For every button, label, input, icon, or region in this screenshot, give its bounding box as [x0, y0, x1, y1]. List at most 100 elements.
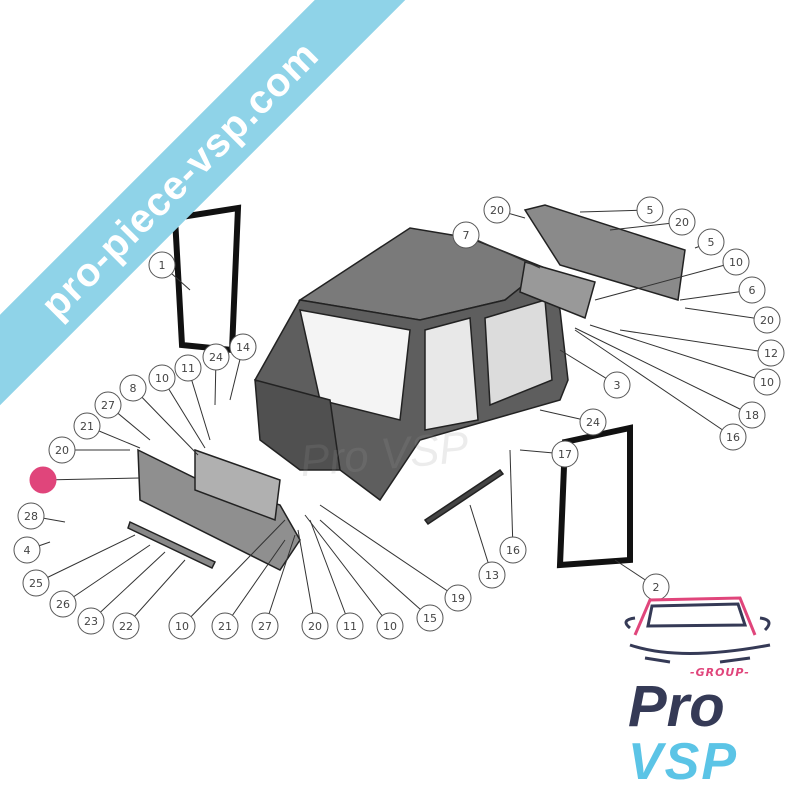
- callout-number: 20: [675, 216, 689, 229]
- callout-27: 27: [94, 391, 122, 419]
- callout-number: 16: [726, 431, 740, 444]
- callout-number: 21: [218, 620, 232, 633]
- callout-11: 11: [174, 354, 202, 382]
- callout-circle: [668, 208, 696, 236]
- callout-number: 20: [308, 620, 322, 633]
- leader-line: [574, 327, 753, 416]
- rear-light-panel: [519, 261, 596, 320]
- callout-27: 27: [251, 612, 279, 640]
- callout-number: 27: [258, 620, 272, 633]
- leader-line: [42, 477, 141, 481]
- callout-circle: [202, 343, 230, 371]
- callout-number: 14: [236, 341, 250, 354]
- windscreen-opening: [299, 309, 411, 421]
- callout-number: 23: [84, 615, 98, 628]
- callout-circle: [738, 401, 766, 429]
- callout-16: 16: [719, 423, 747, 451]
- callout-11: 11: [336, 612, 364, 640]
- callout-number: 10: [155, 372, 169, 385]
- leader-line: [509, 449, 514, 551]
- leader-line: [90, 551, 166, 622]
- callout-circle: [697, 228, 725, 256]
- callout-circle: [22, 569, 50, 597]
- leader-lines: [26, 209, 772, 627]
- callout-24: 24: [202, 343, 230, 371]
- callout-number: 11: [181, 362, 195, 375]
- callout-4: 4: [13, 536, 41, 564]
- callout-number: 6: [749, 284, 756, 297]
- callout-10: 10: [376, 612, 404, 640]
- callout-circle: [229, 333, 257, 361]
- callout-number: 15: [423, 612, 437, 625]
- leader-line: [619, 329, 772, 354]
- door-seal-right: [556, 424, 633, 569]
- leader-line: [309, 519, 351, 627]
- callout-number: 26: [56, 598, 70, 611]
- callout-13: 13: [478, 561, 506, 589]
- callout-16: 16: [499, 536, 527, 564]
- callout-circle: [49, 590, 77, 618]
- callout-number: 13: [485, 569, 499, 582]
- car-logo-icon: [624, 596, 771, 664]
- callout-7: 7: [452, 221, 480, 249]
- callout-5: 5: [636, 196, 664, 224]
- logo-group: -GROUP-: [690, 666, 750, 679]
- leader-line: [465, 234, 541, 269]
- leader-line: [181, 519, 286, 627]
- callout-22: 22: [112, 612, 140, 640]
- front-panel: [254, 379, 341, 471]
- callout-number: 7: [463, 229, 470, 242]
- leader-line: [319, 519, 431, 619]
- callout-20: 20: [753, 306, 781, 334]
- callout-number: 5: [647, 204, 654, 217]
- callout-circle: [499, 536, 527, 564]
- callout-circle: [48, 436, 76, 464]
- callout-circle: [416, 604, 444, 632]
- leader-line: [297, 529, 316, 627]
- callout-20: 20: [48, 436, 76, 464]
- callout-number: 4: [24, 544, 31, 557]
- leader-line: [319, 504, 459, 599]
- callout-circle: [452, 221, 480, 249]
- callout-number: 3: [614, 379, 621, 392]
- callout-number: 10: [729, 256, 743, 269]
- callout-28: 28: [17, 502, 45, 530]
- callout-circle: [753, 368, 781, 396]
- callout-number: 27: [101, 399, 115, 412]
- side-opening: [424, 317, 479, 431]
- callout-number: 1: [159, 259, 166, 272]
- callout-number: 2: [653, 581, 660, 594]
- callout-number: 10: [760, 376, 774, 389]
- callout-circle: [636, 196, 664, 224]
- callout-19: 19: [444, 584, 472, 612]
- rear-opening: [484, 299, 553, 407]
- callout-21: 21: [73, 412, 101, 440]
- callout-17: 17: [551, 440, 579, 468]
- callout-circle: [77, 607, 105, 635]
- callout-circle: [112, 612, 140, 640]
- callout-circle: [478, 561, 506, 589]
- callout-25: 25: [22, 569, 50, 597]
- callout-circle: [483, 196, 511, 224]
- callout-number: 10: [383, 620, 397, 633]
- provsp-logo: -GROUP- Pro VSP: [610, 590, 790, 800]
- callout-circle: [73, 412, 101, 440]
- sill-strip: [423, 468, 505, 526]
- callout-circle: [174, 354, 202, 382]
- callout-number: 21: [80, 420, 94, 433]
- leader-line: [62, 544, 151, 605]
- callout-21: 21: [211, 612, 239, 640]
- callout-number: 10: [175, 620, 189, 633]
- callout-circle: [738, 276, 766, 304]
- callout-number: 5: [708, 236, 715, 249]
- callout-circle: [722, 248, 750, 276]
- callout-10: 10: [148, 364, 176, 392]
- callout-14: 14: [229, 333, 257, 361]
- callout-number: 28: [24, 510, 38, 523]
- leader-line: [304, 514, 391, 627]
- callout-24: 24: [579, 408, 607, 436]
